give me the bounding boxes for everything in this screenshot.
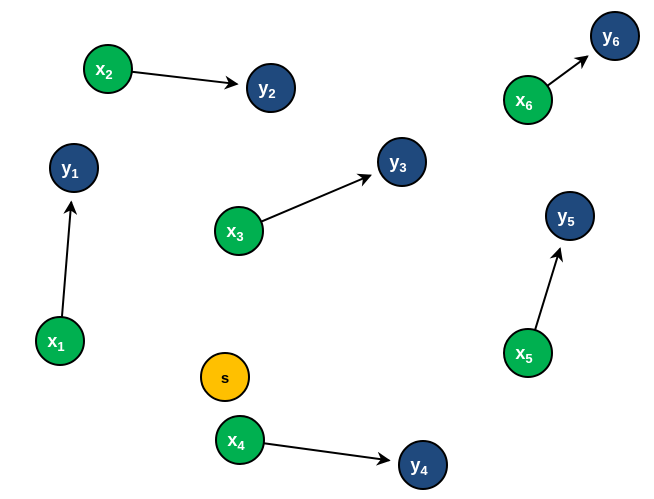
node-circle-y6: [590, 11, 640, 61]
node-y3: y3: [377, 137, 427, 187]
node-label-subscript: 4: [420, 463, 428, 478]
node-y4: y4: [398, 440, 448, 490]
node-label-base: x: [47, 331, 57, 351]
edge-x6-y6: [546, 55, 589, 87]
node-circle-y5: [545, 191, 595, 241]
node-circle-y2: [246, 63, 296, 113]
node-label-x4: x4: [227, 430, 245, 453]
node-label-base: y: [389, 152, 399, 172]
node-label-x3: x3: [226, 221, 243, 244]
node-label-subscript: 1: [57, 339, 64, 354]
node-label-x2: x2: [95, 59, 112, 82]
node-label-subscript: 1: [71, 166, 78, 181]
node-circle-x4: [215, 415, 265, 465]
node-label-base: s: [221, 370, 229, 387]
node-x2: x2: [83, 44, 133, 94]
node-label-subscript: 6: [525, 98, 532, 113]
node-circle-x1: [35, 316, 85, 366]
edge-x2-y2: [131, 70, 239, 90]
node-x5: x5: [503, 328, 553, 378]
node-label-base: x: [515, 343, 525, 363]
node-label-subscript: 2: [268, 86, 275, 101]
node-label-x1: x1: [47, 331, 64, 354]
node-x6: x6: [503, 75, 553, 125]
node-label-subscript: 5: [567, 214, 574, 229]
node-circle-y4: [398, 440, 448, 490]
node-x1: x1: [35, 316, 85, 366]
node-y6: y6: [590, 11, 640, 61]
node-label-subscript: 6: [612, 34, 619, 49]
node-label-y5: y5: [557, 206, 574, 229]
node-circle-x6: [503, 75, 553, 125]
node-y5: y5: [545, 191, 595, 241]
node-label-subscript: 2: [105, 67, 112, 82]
node-circle-s: [200, 352, 250, 402]
node-label-base: x: [95, 59, 105, 79]
node-x4: x4: [215, 415, 265, 465]
edge-x5-y5: [534, 247, 564, 331]
node-label-base: x: [515, 90, 525, 110]
node-label-subscript: 3: [236, 229, 243, 244]
node-label-y3: y3: [389, 152, 406, 175]
node-label-subscript: 5: [525, 351, 532, 366]
node-label-subscript: 3: [399, 160, 406, 175]
node-circle-y1: [49, 143, 99, 193]
node-label-s: s: [221, 370, 229, 387]
node-s: s: [200, 352, 250, 402]
node-label-y4: y4: [410, 455, 428, 478]
node-label-y2: y2: [258, 78, 275, 101]
node-circle-x3: [214, 206, 264, 256]
edges-layer: [60, 55, 589, 466]
node-label-base: x: [226, 221, 236, 241]
node-label-y1: y1: [61, 158, 78, 181]
node-label-subscript: 4: [237, 438, 245, 453]
node-label-base: y: [602, 26, 612, 46]
node-label-base: y: [557, 206, 567, 226]
node-label-base: y: [61, 158, 71, 178]
node-label-y6: y6: [602, 26, 619, 49]
node-circle-x2: [83, 44, 133, 94]
edge-x4-y4: [263, 442, 391, 466]
edge-x3-y3: [260, 173, 372, 223]
node-circle-x5: [503, 328, 553, 378]
edge-x1-y1: [60, 200, 78, 318]
node-circle-y3: [377, 137, 427, 187]
node-label-x6: x6: [515, 90, 532, 113]
node-y2: y2: [246, 63, 296, 113]
node-label-base: y: [410, 455, 420, 475]
node-y1: y1: [49, 143, 99, 193]
node-label-x5: x5: [515, 343, 532, 366]
node-label-base: x: [227, 430, 237, 450]
node-x3: x3: [214, 206, 264, 256]
node-label-base: y: [258, 78, 268, 98]
